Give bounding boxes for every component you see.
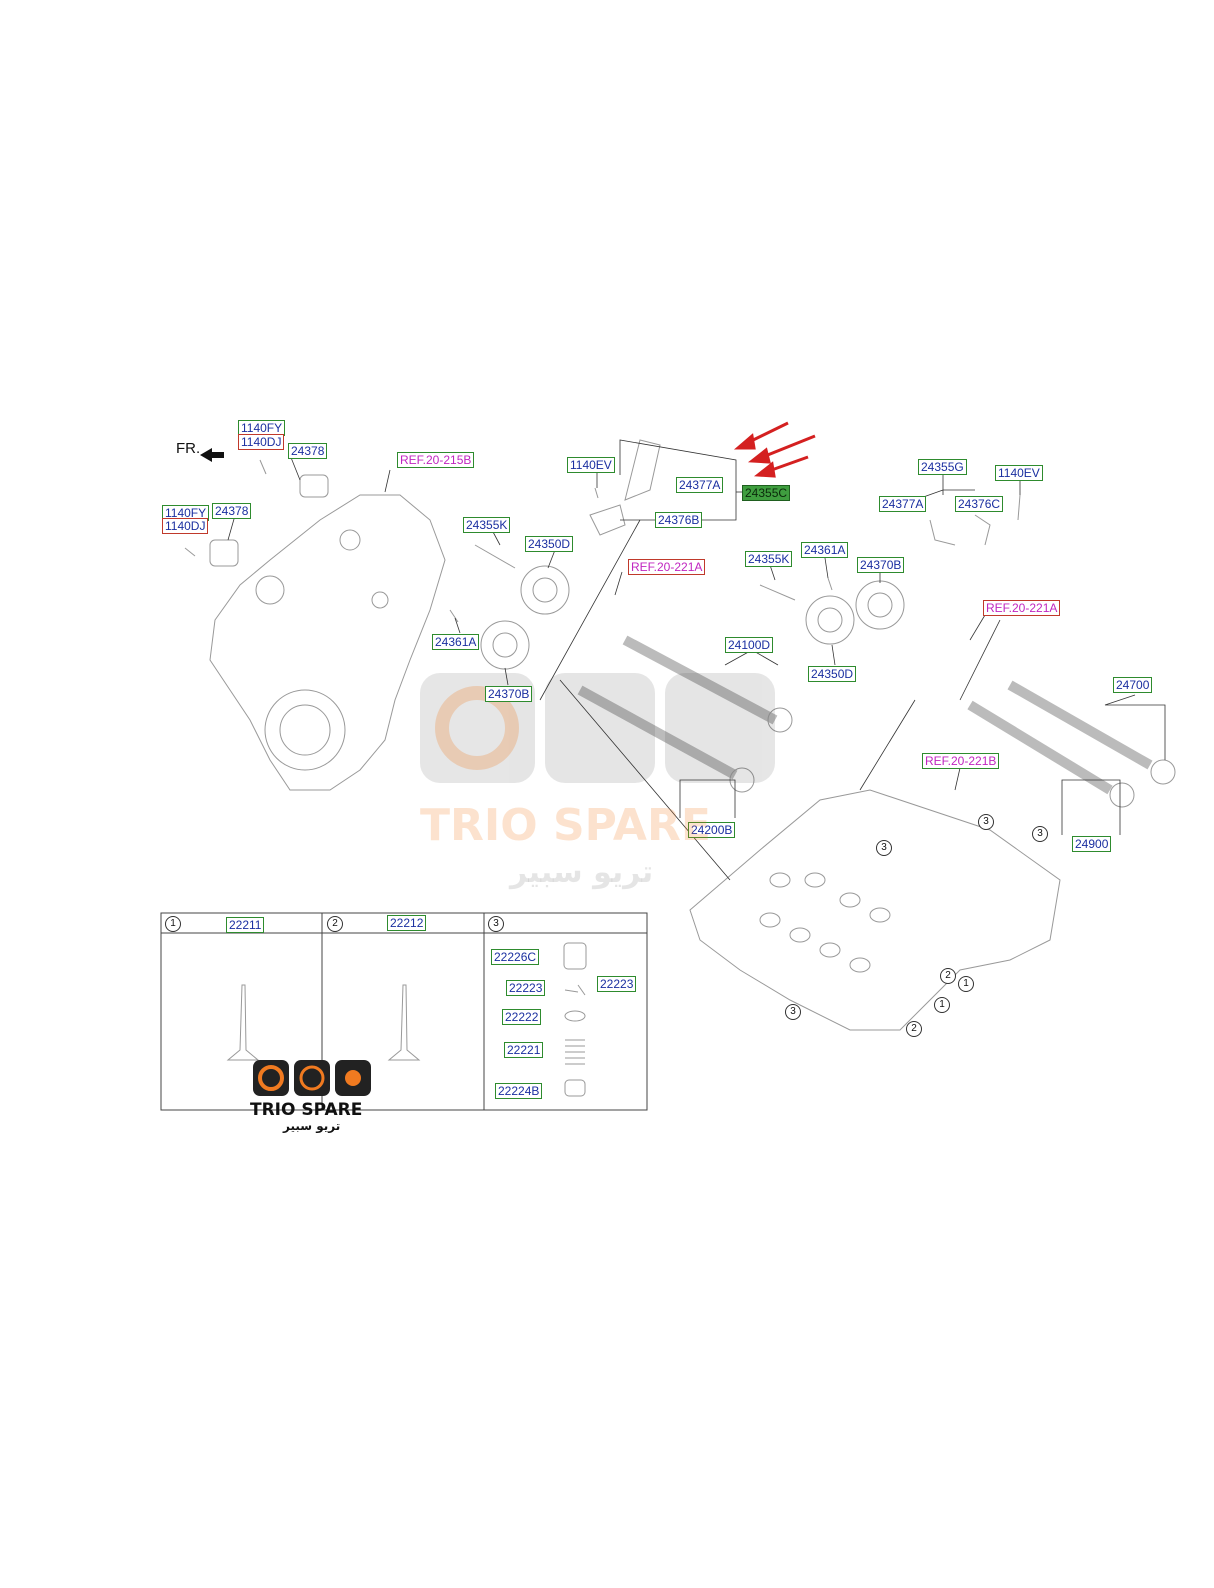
watermark-brand-text: TRIO SPARE <box>420 800 711 851</box>
part-label-24700[interactable]: 24700 <box>1113 677 1153 693</box>
part-label-24350d[interactable]: 24350D <box>808 666 857 682</box>
part-label-22226c[interactable]: 22226C <box>491 949 540 965</box>
valve-parts-table <box>160 912 648 1111</box>
part-label-24361a[interactable]: 24361A <box>432 634 480 650</box>
callout-1: 1 <box>958 976 974 992</box>
reference-label-20-221a[interactable]: REF.20-221A <box>983 600 1061 616</box>
part-label-24378[interactable]: 24378 <box>288 443 328 459</box>
part-label-24900[interactable]: 24900 <box>1072 836 1112 852</box>
callout-3: 3 <box>876 840 892 856</box>
part-label-22223[interactable]: 22223 <box>597 976 637 992</box>
part-label-22224b[interactable]: 22224B <box>495 1083 543 1099</box>
part-label-24200b[interactable]: 24200B <box>688 822 736 838</box>
part-label-1140dj[interactable]: 1140DJ <box>238 434 285 450</box>
watermark-arabic-text: تريو سبير <box>510 855 654 890</box>
part-label-24361a[interactable]: 24361A <box>801 542 849 558</box>
part-label-22212[interactable]: 22212 <box>387 915 427 931</box>
callout-1: 1 <box>934 997 950 1013</box>
cylinder-head-drawing <box>689 789 1061 1031</box>
front-arrow-icon <box>200 448 224 462</box>
brand-logo-icon <box>253 1060 371 1096</box>
table-column-number-1: 1 <box>165 916 181 932</box>
brand-arabic-text: تريو سبير <box>283 1119 341 1133</box>
part-label-24350d[interactable]: 24350D <box>525 536 574 552</box>
front-direction-label: FR. <box>176 440 201 457</box>
part-label-24355g[interactable]: 24355G <box>918 459 967 475</box>
part-label-24355k[interactable]: 24355K <box>463 517 511 533</box>
part-label-24370b[interactable]: 24370B <box>857 557 905 573</box>
part-label-24377a[interactable]: 24377A <box>879 496 927 512</box>
reference-label-20-221b[interactable]: REF.20-221B <box>922 753 1000 769</box>
part-label-24370b[interactable]: 24370B <box>485 686 533 702</box>
watermark-logo <box>420 673 775 783</box>
table-column-number-2: 2 <box>327 916 343 932</box>
part-label-1140ev[interactable]: 1140EV <box>995 465 1043 481</box>
callout-2: 2 <box>906 1021 922 1037</box>
brand-name-text: TRIO SPARE <box>250 1100 363 1120</box>
callout-3: 3 <box>1032 826 1048 842</box>
part-label-22222[interactable]: 22222 <box>502 1009 542 1025</box>
part-label-24376c[interactable]: 24376C <box>955 496 1004 512</box>
part-label-24355k[interactable]: 24355K <box>745 551 793 567</box>
part-label-22223[interactable]: 22223 <box>506 980 546 996</box>
part-label-22211[interactable]: 22211 <box>226 917 265 933</box>
part-label-24376b[interactable]: 24376B <box>655 512 703 528</box>
callout-2: 2 <box>940 968 956 984</box>
part-label-1140ev[interactable]: 1140EV <box>567 457 615 473</box>
part-label-24100d[interactable]: 24100D <box>725 637 774 653</box>
attention-arrows <box>733 421 816 478</box>
part-label-24377a[interactable]: 24377A <box>676 477 724 493</box>
callout-3: 3 <box>978 814 994 830</box>
reference-label-20-221a[interactable]: REF.20-221A <box>628 559 706 575</box>
table-column-number-3: 3 <box>488 916 504 932</box>
part-label-24355c-highlighted[interactable]: 24355C <box>742 485 791 501</box>
timing-cover-drawing <box>209 494 446 791</box>
part-label-24378[interactable]: 24378 <box>212 503 252 519</box>
reference-label-20-215b[interactable]: REF.20-215B <box>397 452 475 468</box>
part-label-22221[interactable]: 22221 <box>504 1042 544 1058</box>
callout-3: 3 <box>785 1004 801 1020</box>
part-label-1140dj[interactable]: 1140DJ <box>162 518 209 534</box>
